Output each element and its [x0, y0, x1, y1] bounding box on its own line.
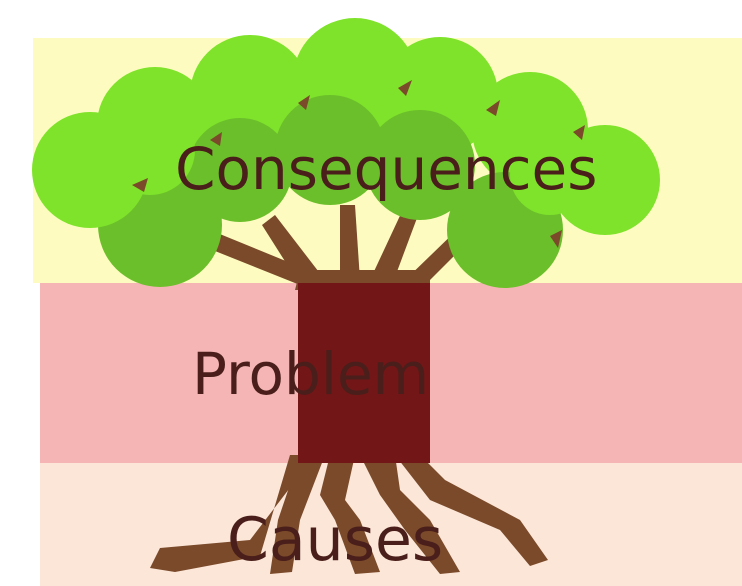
- leaf-stems: [132, 80, 585, 248]
- causes-label: Causes: [227, 505, 444, 575]
- consequences-label: Consequences: [175, 135, 598, 203]
- trunk: [298, 283, 430, 463]
- roots: [150, 455, 548, 574]
- problem-label: Problem: [192, 340, 430, 408]
- canopy: [32, 18, 660, 288]
